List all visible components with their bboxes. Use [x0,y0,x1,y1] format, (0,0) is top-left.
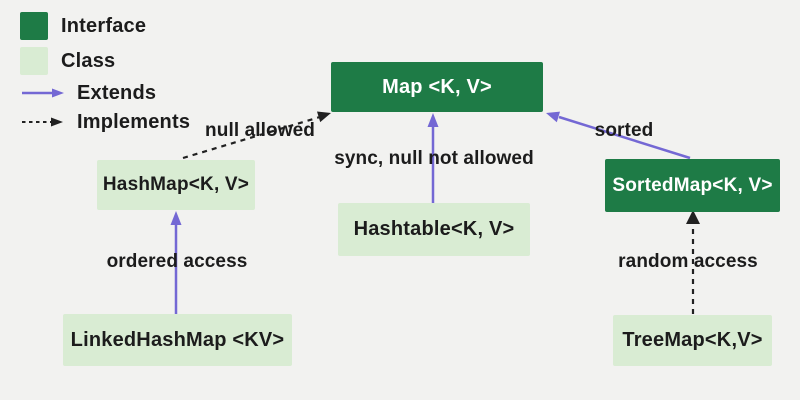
node-hashmap-class: HashMap<K, V> [97,160,255,210]
legend: Interface Class Extends Implements [20,12,190,140]
legend-item-interface: Interface [20,12,190,40]
class-swatch-icon [20,47,48,75]
legend-label: Interface [61,14,147,37]
interface-swatch-icon [20,12,48,40]
node-treemap-class: TreeMap<K,V> [613,315,772,366]
edge-label-random-access: random access [618,251,758,272]
node-map-interface: Map <K, V> [331,62,543,112]
legend-label: Class [61,49,116,72]
edge-label-sync-null-not-allowed: sync, null not allowed [334,148,534,169]
edge-label-ordered-access: ordered access [106,251,248,272]
legend-label: Extends [77,81,157,104]
edge-label-null-allowed: null allowed [205,120,315,141]
node-sortedmap-interface: SortedMap<K, V> [605,159,780,212]
implements-arrow-icon [22,117,63,127]
legend-item-extends: Extends [20,82,190,104]
edge-label-sorted: sorted [594,120,654,141]
extends-arrow-icon [22,88,64,98]
node-linkedhashmap-class: LinkedHashMap <KV> [63,314,292,366]
legend-item-implements: Implements [20,111,190,133]
node-hashtable-class: Hashtable<K, V> [338,203,530,256]
legend-label: Implements [77,110,191,133]
legend-item-class: Class [20,47,190,75]
